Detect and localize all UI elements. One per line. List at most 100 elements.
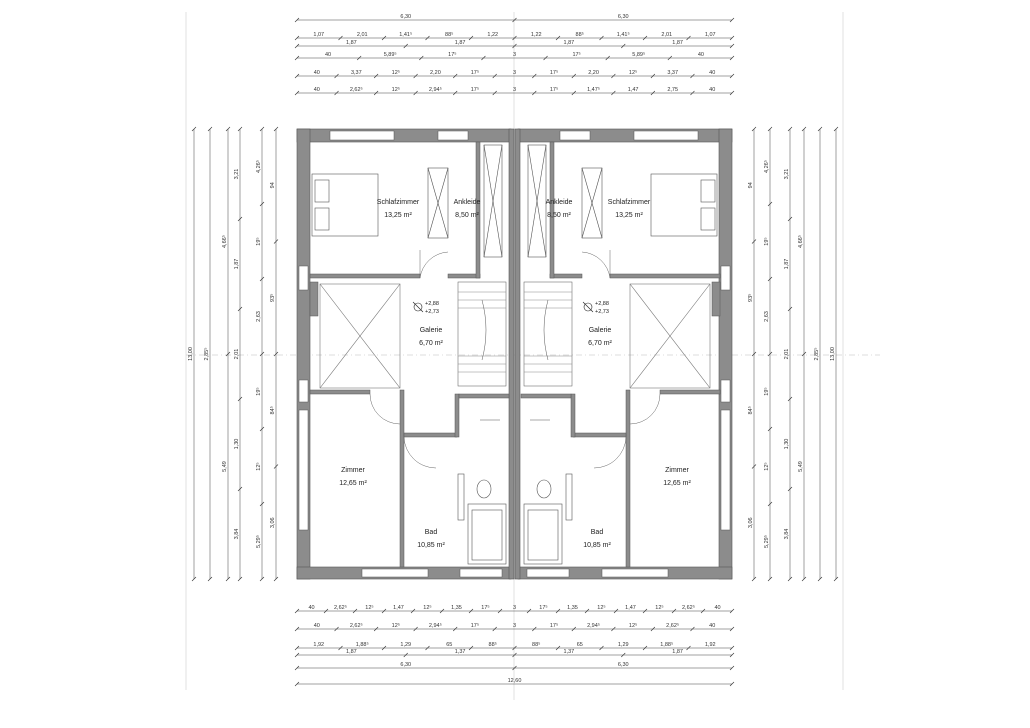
dimension-value: 4,66⁵ — [221, 235, 228, 248]
dimension-value: 1,29 — [618, 642, 629, 648]
dimension-value: 88⁵ — [576, 31, 584, 38]
dimension-value: 3 — [513, 605, 516, 611]
dimension-value: 12⁵ — [365, 604, 373, 611]
dimension-tick — [338, 645, 343, 651]
dimension-tick — [512, 652, 517, 658]
room-area: 6,70 m² — [588, 340, 612, 347]
dimension-chains-right: 13,002,85⁵4,66⁵5,493,211,872,011,303,844… — [747, 126, 839, 582]
dimension-tick — [191, 576, 197, 582]
dimension-tick — [751, 351, 757, 357]
dimension-value: 17⁵ — [471, 622, 479, 629]
dimension-value: 1,87 — [672, 40, 683, 46]
dimension-value: 2,01 — [661, 32, 672, 38]
dimension-tick — [801, 576, 807, 582]
dimension-tick — [497, 608, 503, 614]
dimension-value: 3 — [513, 52, 516, 58]
dimension-value: 40 — [709, 70, 715, 76]
level-marker-left: +2,88 +2,73 — [412, 301, 439, 315]
dimension-tick — [225, 126, 231, 132]
dimension-tick — [237, 576, 243, 582]
dimension-value: 4,66⁵ — [797, 235, 804, 248]
dimension-value: 88⁵ — [532, 641, 540, 648]
dimension-tick — [259, 501, 265, 507]
dimension-tick — [191, 126, 197, 132]
dimension-tick — [468, 35, 474, 41]
dimension-tick — [611, 73, 616, 79]
dimension-tick — [259, 426, 265, 432]
dimension-tick — [787, 306, 793, 312]
dimension-value: 88⁵ — [489, 641, 497, 648]
dimension-tick — [381, 645, 387, 651]
dimension-tick — [543, 55, 548, 61]
dimension-value: 13,00 — [830, 347, 836, 361]
dimension-tick — [381, 35, 387, 41]
dimension-value: 12,60 — [508, 678, 522, 684]
dimension-value: 19⁵ — [763, 237, 770, 245]
dimension-tick — [207, 576, 213, 582]
dimension-tick — [512, 17, 517, 23]
dimension-tick — [700, 608, 706, 614]
dimension-value: 5,49 — [222, 461, 228, 472]
dimension-tick — [767, 201, 773, 207]
dimension-value: 5,89⁵ — [632, 51, 645, 58]
sheet-frame — [185, 12, 844, 700]
dimension-tick — [273, 576, 279, 582]
dimension-value: 2,62⁵ — [682, 604, 695, 611]
dimension-tick — [686, 645, 691, 651]
dimension-tick — [642, 645, 648, 651]
room-area: 12,65 m² — [339, 480, 367, 487]
dimension-value: 12⁵ — [629, 622, 637, 629]
dimension-value: 17⁵ — [550, 622, 558, 629]
dimension-value: 2,63 — [256, 311, 262, 322]
dimension-tick — [555, 35, 561, 41]
dimension-tick — [225, 576, 231, 582]
dimension-tick — [410, 608, 416, 614]
dimension-tick — [729, 665, 735, 671]
dimension-value: 1,07 — [313, 32, 324, 38]
dimension-value: 17⁵ — [550, 69, 558, 76]
dimension-value: 6,30 — [618, 662, 629, 668]
dimension-value: 2,63 — [764, 311, 770, 322]
dimension-tick — [817, 126, 823, 132]
dimension-tick — [294, 681, 300, 687]
dimension-tick — [555, 645, 561, 651]
dimension-tick — [729, 35, 735, 41]
dimension-column: 13,00 — [188, 126, 197, 582]
dimension-value: 6,30 — [400, 14, 411, 20]
dimension-tick — [571, 626, 577, 632]
dimension-tick — [373, 626, 379, 632]
room-name: Galerie — [420, 327, 443, 334]
dimension-value: 1,30 — [784, 439, 790, 450]
dimension-tick — [294, 73, 300, 79]
dimension-tick — [729, 608, 735, 614]
dimension-tick — [259, 126, 265, 132]
dimension-tick — [729, 645, 735, 651]
dimension-value: 84⁵ — [269, 406, 276, 414]
dimension-value: 5,89⁵ — [384, 51, 397, 58]
dimension-value: 5,49 — [798, 461, 804, 472]
dimension-value: 1,37 — [455, 649, 466, 655]
dimension-value: 5,29⁵ — [255, 535, 262, 548]
dimension-value: 6,30 — [400, 662, 411, 668]
room-area: 10,85 m² — [417, 542, 445, 549]
dimension-tick — [334, 90, 339, 96]
dimension-value: 2,20 — [588, 70, 599, 76]
bath-fixtures — [457, 419, 573, 565]
dimension-tick — [334, 73, 339, 79]
room-area: 12,65 m² — [663, 480, 691, 487]
dimension-tick — [452, 90, 458, 96]
dimension-tick — [650, 90, 656, 96]
dimension-tick — [512, 665, 517, 671]
dimension-tick — [492, 626, 497, 632]
dimension-value: 2,62⁵ — [666, 622, 679, 629]
dimension-value: 17⁵ — [539, 604, 547, 611]
dimension-value: 1,22 — [531, 32, 542, 38]
dimension-value: 1,29 — [400, 642, 411, 648]
